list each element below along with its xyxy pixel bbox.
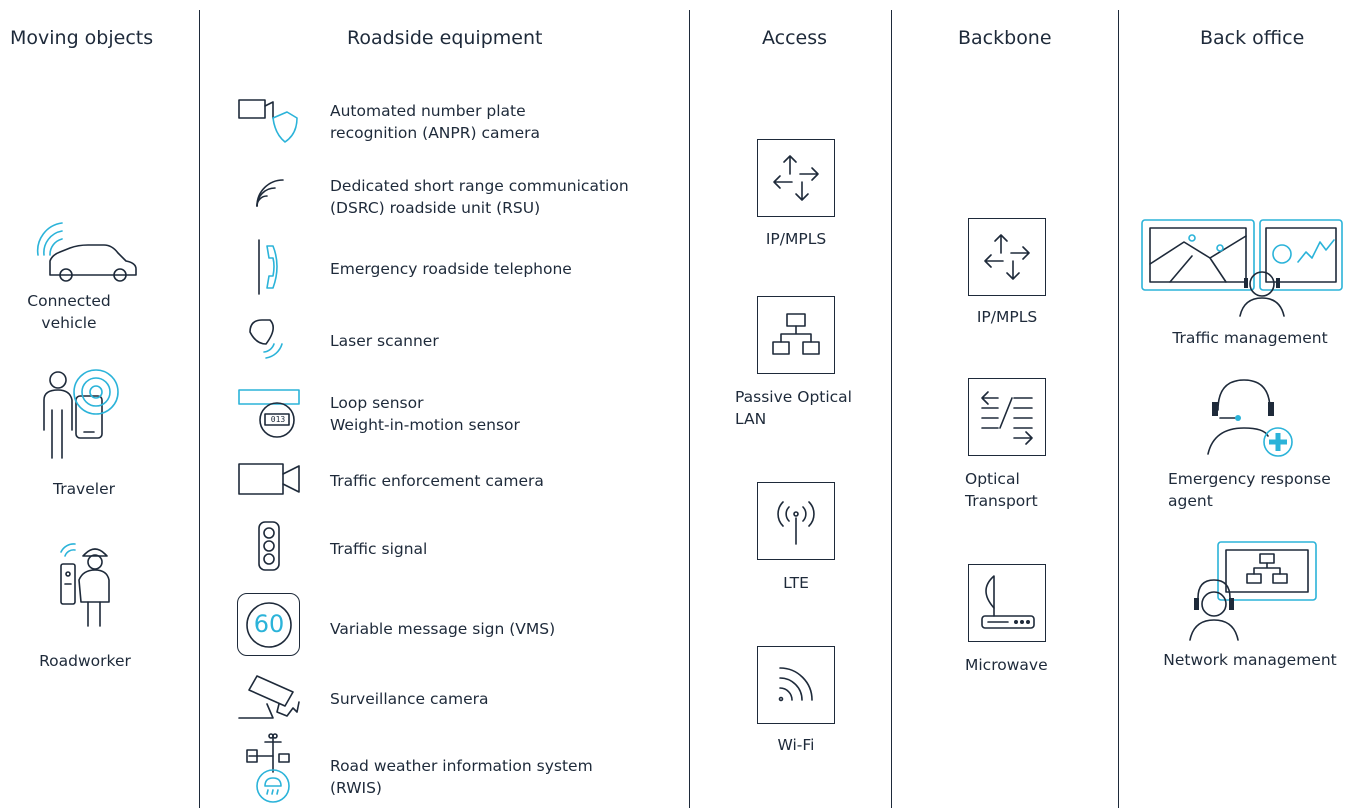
divider-4 bbox=[1118, 10, 1119, 808]
network-management-label: Network management bbox=[1163, 651, 1337, 669]
traffic-management-label: Traffic management bbox=[1172, 329, 1328, 347]
access-wifi-box bbox=[757, 646, 835, 724]
vms-label: Variable message sign (VMS) bbox=[330, 620, 556, 638]
router-icon bbox=[773, 155, 819, 201]
header-back-office: Back office bbox=[1200, 27, 1305, 49]
header-backbone: Backbone bbox=[958, 27, 1052, 49]
network-tree-icon bbox=[772, 313, 820, 355]
surveillance-camera-icon bbox=[238, 675, 300, 719]
traveler-icon bbox=[43, 369, 119, 459]
vms-sign-frame bbox=[237, 593, 300, 656]
backbone-microwave-label: Microwave bbox=[965, 656, 1048, 674]
access-ipmpls-box bbox=[757, 139, 835, 217]
access-ipmpls-label: IP/MPLS bbox=[765, 230, 827, 248]
access-lte-box bbox=[757, 482, 835, 560]
optical-transport-icon bbox=[981, 391, 1033, 445]
emergency-agent-icon bbox=[1207, 379, 1293, 457]
enforcement-camera-icon bbox=[238, 463, 300, 495]
vms-value: 60 bbox=[253, 610, 285, 638]
router-icon bbox=[984, 234, 1030, 280]
loop-sensor-icon bbox=[238, 389, 300, 438]
signal-label: Traffic signal bbox=[330, 540, 428, 558]
microwave-radio-icon bbox=[981, 575, 1035, 629]
enforcement-label: Traffic enforcement camera bbox=[330, 472, 544, 490]
divider-2 bbox=[689, 10, 690, 808]
cell-antenna-icon bbox=[777, 501, 815, 545]
surveillance-label: Surveillance camera bbox=[330, 690, 489, 708]
backbone-microwave-box bbox=[968, 564, 1046, 642]
phone-label: Emergency roadside telephone bbox=[330, 260, 572, 278]
vms-ring-icon bbox=[246, 602, 292, 648]
backbone-optical-box bbox=[968, 378, 1046, 456]
traffic-management-icon bbox=[1141, 219, 1343, 317]
dsrc-label: Dedicated short range communication(DSRC… bbox=[330, 177, 629, 217]
header-access: Access bbox=[762, 27, 828, 49]
laser-scanner-icon bbox=[249, 319, 283, 359]
rwis-label: Road weather information system(RWIS) bbox=[330, 757, 593, 797]
network-management-icon bbox=[1189, 541, 1317, 641]
access-lte-label: LTE bbox=[783, 574, 809, 592]
dsrc-rsu-icon bbox=[256, 179, 284, 207]
backbone-ipmpls-box bbox=[968, 218, 1046, 296]
access-wifi-label: Wi-Fi bbox=[777, 736, 815, 754]
traffic-signal-icon bbox=[258, 521, 280, 571]
emergency-phone-icon bbox=[258, 239, 278, 295]
backbone-ipmpls-label: IP/MPLS bbox=[976, 308, 1038, 326]
header-roadside-equipment: Roadside equipment bbox=[347, 27, 543, 49]
access-pol-box bbox=[757, 296, 835, 374]
anpr-camera-icon bbox=[238, 99, 298, 143]
loop-display: 013 bbox=[270, 415, 286, 424]
header-moving-objects: Moving objects bbox=[10, 27, 154, 49]
divider-3 bbox=[891, 10, 892, 808]
divider-1 bbox=[199, 10, 200, 808]
laser-label: Laser scanner bbox=[330, 332, 439, 350]
roadworker-icon bbox=[60, 543, 110, 627]
traveler-label: Traveler bbox=[53, 480, 115, 498]
rwis-icon bbox=[246, 733, 290, 803]
connected-vehicle-icon bbox=[36, 222, 137, 282]
roadworker-label: Roadworker bbox=[39, 652, 131, 670]
wifi-icon bbox=[778, 667, 813, 702]
